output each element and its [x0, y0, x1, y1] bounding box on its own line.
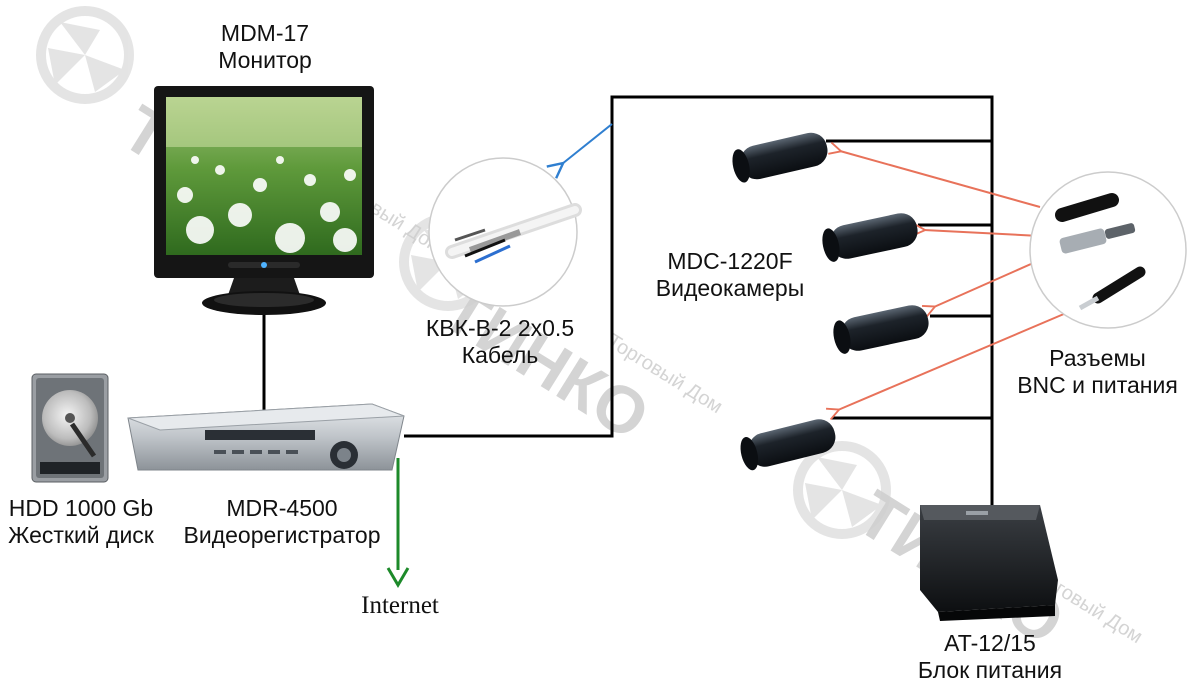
cable-inset [428, 157, 582, 307]
hdd [31, 373, 109, 483]
dvr-model: MDR-4500 [226, 495, 338, 521]
wiring [262, 95, 994, 510]
dvr [127, 403, 405, 471]
hdd-model: HDD 1000 Gb [8, 495, 154, 521]
hdd-name: Жесткий диск [8, 522, 154, 548]
connectors-line2: BNC и питания [1017, 372, 1178, 398]
dvr-name: Видеорегистратор [183, 522, 381, 548]
cable-name: Кабель [461, 342, 539, 368]
connectors-inset [1029, 171, 1187, 329]
hdd-label: HDD 1000 Gb Жесткий диск [0, 495, 162, 549]
cameras-label: MDC-1220F Видеокамеры [630, 248, 830, 302]
connector-arrows [838, 151, 1086, 410]
internet-arrow [386, 458, 410, 588]
power-label: AT-12/15 Блок питания [890, 630, 1090, 684]
connectors-label: Разъемы BNC и питания [995, 345, 1200, 399]
camera-1 [732, 132, 828, 183]
monitor-model: MDM-17 [220, 20, 310, 46]
monitor-name: Монитор [218, 47, 312, 73]
watermark-logo-top [36, 6, 134, 104]
cable-arrow [562, 123, 613, 164]
power-model: AT-12/15 [944, 630, 1036, 656]
monitor-label: MDM-17 Монитор [180, 20, 350, 74]
cameras-name: Видеокамеры [655, 275, 805, 301]
camera-2 [822, 213, 918, 262]
dvr-label: MDR-4500 Видеорегистратор [172, 495, 392, 549]
power-supply [920, 505, 1058, 621]
connectors-line1: Разъемы [1049, 345, 1146, 371]
power-name: Блок питания [917, 657, 1063, 683]
internet-label: Internet [361, 592, 439, 619]
watermark-logo-bottom [793, 441, 891, 539]
cable-label: КВК-В-2 2x0.5 Кабель [395, 315, 605, 369]
cameras-model: MDC-1220F [667, 248, 793, 274]
monitor [154, 86, 374, 315]
camera-4 [740, 419, 836, 471]
cable-model: КВК-В-2 2x0.5 [425, 315, 575, 341]
camera-3 [833, 305, 929, 354]
